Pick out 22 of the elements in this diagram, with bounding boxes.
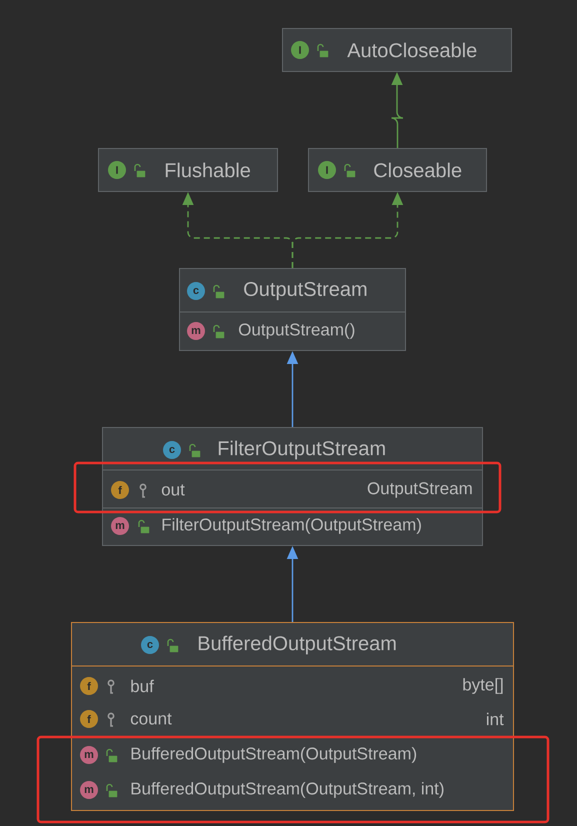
- member-name: buf: [131, 680, 154, 692]
- class-box: [282, 28, 512, 72]
- class-box: [178, 268, 406, 351]
- class-name: OutputStream: [244, 282, 366, 300]
- class-name: Flushable: [166, 162, 250, 178]
- class-name: Closeable: [374, 162, 462, 178]
- type-name: OutputStream: [368, 482, 472, 498]
- class-box: [98, 148, 278, 192]
- member-name: OutputStream(): [239, 323, 354, 339]
- member-name: count: [130, 713, 172, 725]
- type-name: int: [486, 712, 504, 726]
- member-name: out: [162, 484, 185, 496]
- class-box: [102, 427, 483, 546]
- class-box: [308, 148, 487, 192]
- type-name: byte[]: [463, 678, 503, 694]
- member-name: FilterOutputStream(OutputStream): [162, 518, 421, 534]
- class-box: [70, 622, 514, 811]
- class-name: AutoCloseable: [347, 42, 476, 58]
- member-name: BufferedOutputStream(OutputStream, int): [132, 782, 444, 798]
- class-name: BufferedOutputStream: [198, 636, 396, 654]
- class-name: FilterOutputStream: [218, 440, 385, 460]
- member-name: BufferedOutputStream(OutputStream): [132, 747, 416, 763]
